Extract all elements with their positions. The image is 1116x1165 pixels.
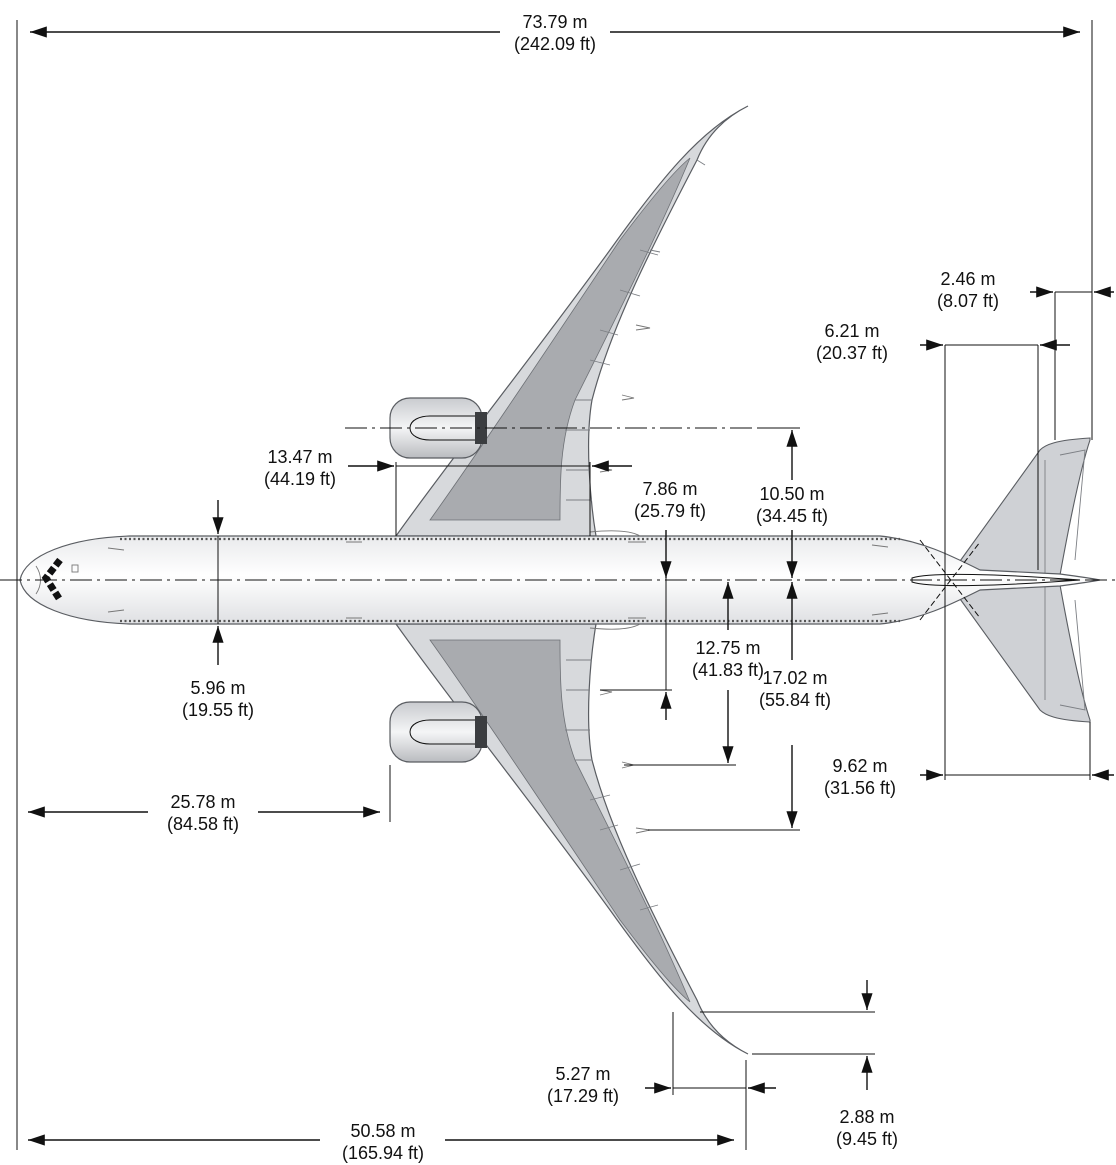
mid-span-m: 17.02 m [762, 668, 827, 688]
engine-to-wing-ft: (44.19 ft) [264, 469, 336, 489]
gear-to-centerline-ft: (41.83 ft) [692, 660, 764, 680]
wheel-track-m: 7.86 m [642, 479, 697, 499]
wingtip-offset-m: 5.27 m [555, 1064, 610, 1084]
tail-span-m: 9.62 m [832, 756, 887, 776]
tail-tip-m: 2.46 m [940, 269, 995, 289]
dimension-lines: 73.79 m (242.09 ft) 50.58 m (165.94 ft) … [16, 12, 1114, 1163]
mid-span-ft: (55.84 ft) [759, 690, 831, 710]
overall-length-m: 73.79 m [522, 12, 587, 32]
fuselage-width-ft: (19.55 ft) [182, 700, 254, 720]
overall-length-ft: (242.09 ft) [514, 34, 596, 54]
lower-engine [389, 701, 487, 763]
wingtip-offset-ft: (17.29 ft) [547, 1086, 619, 1106]
wingspan-m: 50.58 m [350, 1121, 415, 1141]
nose-to-engine-ft: (84.58 ft) [167, 814, 239, 834]
lower-wing-inner-panel [429, 639, 691, 1003]
fuselage-width-m: 5.96 m [190, 678, 245, 698]
engine-to-wing-m: 13.47 m [267, 447, 332, 467]
cockpit-windows [41, 557, 63, 602]
upper-engine [389, 397, 487, 459]
wingtip-height-ft: (9.45 ft) [836, 1129, 898, 1149]
centerlines [0, 427, 1116, 581]
upper-horizontal-stabilizer [948, 437, 1091, 576]
wingspan-ft: (165.94 ft) [342, 1143, 424, 1163]
upper-wing-inner-panel [429, 157, 691, 521]
tail-span-ft: (31.56 ft) [824, 778, 896, 798]
engine-spacing-ft: (34.45 ft) [756, 506, 828, 526]
engine-spacing-m: 10.50 m [759, 484, 824, 504]
wheel-track-ft: (25.79 ft) [634, 501, 706, 521]
lower-horizontal-stabilizer [948, 584, 1091, 723]
gear-to-centerline-m: 12.75 m [695, 638, 760, 658]
tail-chord-ft: (20.37 ft) [816, 343, 888, 363]
tail-tip-ft: (8.07 ft) [937, 291, 999, 311]
nose-to-engine-m: 25.78 m [170, 792, 235, 812]
wingtip-height-m: 2.88 m [839, 1107, 894, 1127]
tail-chord-m: 6.21 m [824, 321, 879, 341]
